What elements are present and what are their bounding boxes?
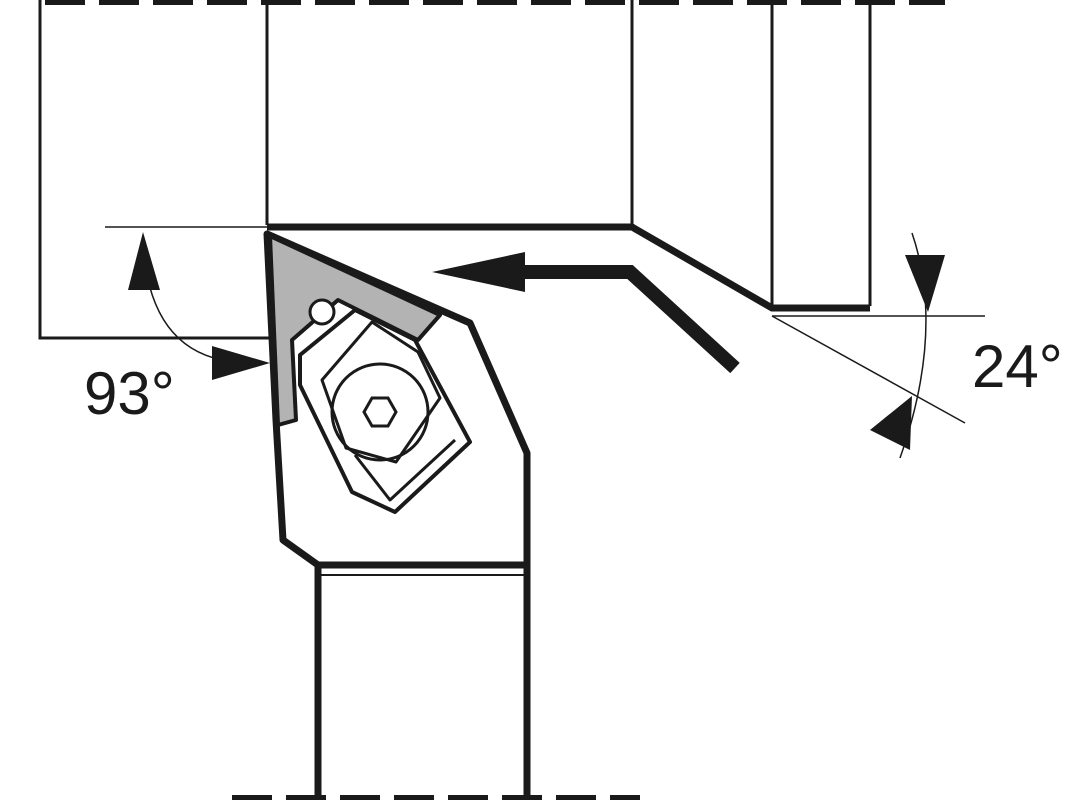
insert-hole	[308, 298, 336, 326]
angle-93-label: 93°	[84, 360, 175, 427]
angle-93-dimension	[105, 226, 270, 380]
workpiece-outline	[38, 0, 872, 340]
angle-24-label: 24°	[972, 333, 1063, 400]
machined-edge	[267, 223, 870, 312]
insert-clamp	[298, 308, 472, 514]
angle-24-dimension	[771, 232, 985, 459]
hex-socket-icon	[362, 396, 398, 428]
feed-direction-arrow	[432, 252, 740, 374]
tool-shank	[314, 565, 531, 800]
cutting-insert	[268, 234, 442, 427]
clamp-screw	[330, 362, 430, 462]
